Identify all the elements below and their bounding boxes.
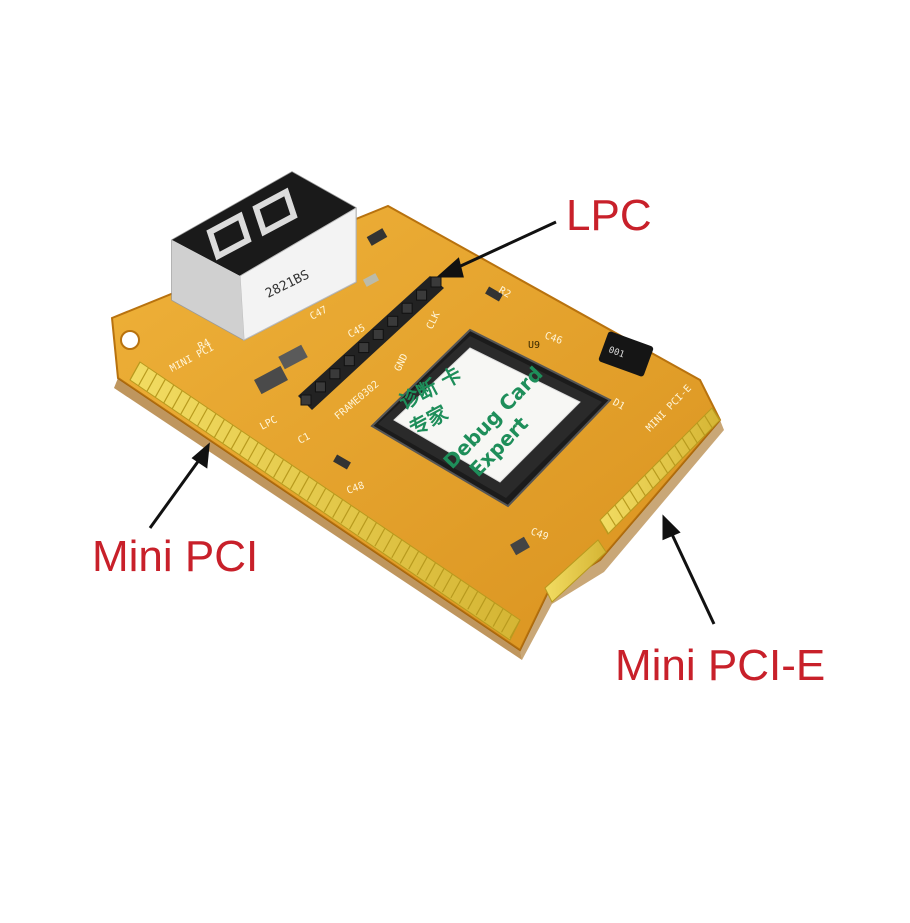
gold-finger [458, 585, 470, 604]
mini-pcie-edge-connector [544, 407, 721, 603]
gold-finger [205, 413, 217, 432]
gold-finger [606, 512, 616, 526]
gold-finger [492, 608, 504, 627]
gold-finger [674, 445, 684, 459]
gold-finger [289, 470, 301, 490]
gold-finger [599, 519, 609, 534]
chip-sticker [393, 347, 581, 483]
gold-finger [441, 573, 453, 593]
mounting-hole [120, 330, 140, 350]
gold-finger [391, 539, 403, 559]
gold-finger [129, 361, 141, 381]
lpc-arrow [451, 220, 557, 272]
gold-finger [374, 527, 386, 547]
gold-finger [704, 415, 714, 429]
gold-finger [171, 390, 183, 409]
gold-finger [659, 459, 669, 474]
gold-finger [425, 562, 437, 581]
main-chip: 诊断 卡 专家 Debug Card Expert U9 [370, 328, 612, 508]
gold-finger [154, 378, 166, 398]
gold-finger [349, 510, 361, 530]
gold-finger [306, 482, 318, 501]
header-pin [416, 289, 428, 301]
header-pin [401, 302, 413, 314]
gold-finger [163, 384, 175, 404]
gold-finger [188, 401, 200, 421]
gold-finger [509, 619, 521, 639]
gold-finger [247, 441, 259, 461]
mini-pcie-arrowhead [662, 514, 681, 541]
gold-finger [681, 437, 691, 452]
gold-finger [213, 419, 225, 438]
svg-text:D1: D1 [611, 397, 627, 413]
gold-finger [222, 424, 234, 444]
svg-text:C1: C1 [296, 431, 312, 446]
mini-pci-arrow [148, 455, 204, 529]
mini-pcie-label: Mini PCI-E [615, 641, 826, 690]
gold-finger [636, 482, 646, 496]
gold-finger [137, 367, 149, 387]
mini-pcie-arrow [668, 529, 716, 625]
mini-pci-label: Mini PCI [92, 532, 259, 581]
header-pin [300, 394, 312, 406]
gold-finger [340, 505, 352, 524]
gold-finger [467, 591, 479, 610]
gold-finger [689, 430, 699, 444]
gold-finger [629, 489, 639, 504]
header-pin [314, 381, 326, 393]
gold-finger [416, 556, 428, 576]
header-pin [372, 328, 384, 340]
gold-finger [230, 430, 242, 450]
gold-finger [180, 396, 192, 415]
gold-finger [433, 568, 445, 587]
mini-pci-arrowhead [191, 442, 210, 469]
svg-text:R2: R2 [497, 285, 513, 301]
gold-finger [484, 602, 496, 622]
callout-arrows [148, 220, 716, 625]
gold-finger [315, 487, 327, 507]
header-pin [329, 368, 341, 380]
gold-finger [711, 407, 721, 422]
gold-finger [475, 596, 487, 616]
gold-finger [256, 447, 268, 467]
gold-finger [621, 497, 631, 511]
gold-finger [696, 422, 706, 437]
header-pin [387, 315, 399, 327]
gold-finger [399, 545, 411, 564]
display-digits [206, 187, 298, 261]
gold-finger [382, 533, 394, 553]
chip-ref: U9 [528, 340, 540, 351]
gold-finger [264, 453, 276, 473]
header-pin [358, 342, 370, 354]
lpc-label: LPC [566, 191, 652, 240]
gold-finger [450, 579, 462, 599]
lpc-arrowhead [436, 257, 464, 278]
lpc-pin-header [298, 276, 444, 410]
svg-text:R4: R4 [196, 337, 212, 352]
gold-finger [644, 474, 654, 489]
gold-finger [501, 613, 513, 633]
gold-finger [197, 407, 209, 427]
header-pin [430, 276, 442, 288]
gold-finger [298, 476, 310, 495]
gold-finger [357, 516, 369, 536]
mini-pci-edge-connector [129, 361, 521, 641]
gold-finger [146, 373, 158, 392]
gold-finger [651, 467, 661, 482]
gold-finger [273, 459, 285, 478]
gold-finger [332, 499, 344, 518]
inductor [598, 331, 654, 377]
smd-components: 001 [254, 228, 654, 556]
gold-finger [239, 436, 251, 455]
gold-finger [281, 464, 293, 484]
gold-finger [323, 493, 335, 513]
gold-finger [365, 522, 377, 541]
seven-segment-display: 2821BS [171, 171, 357, 341]
header-pin [343, 355, 355, 367]
gold-finger [614, 504, 624, 519]
gold-finger [666, 452, 676, 467]
gold-finger [408, 550, 420, 570]
